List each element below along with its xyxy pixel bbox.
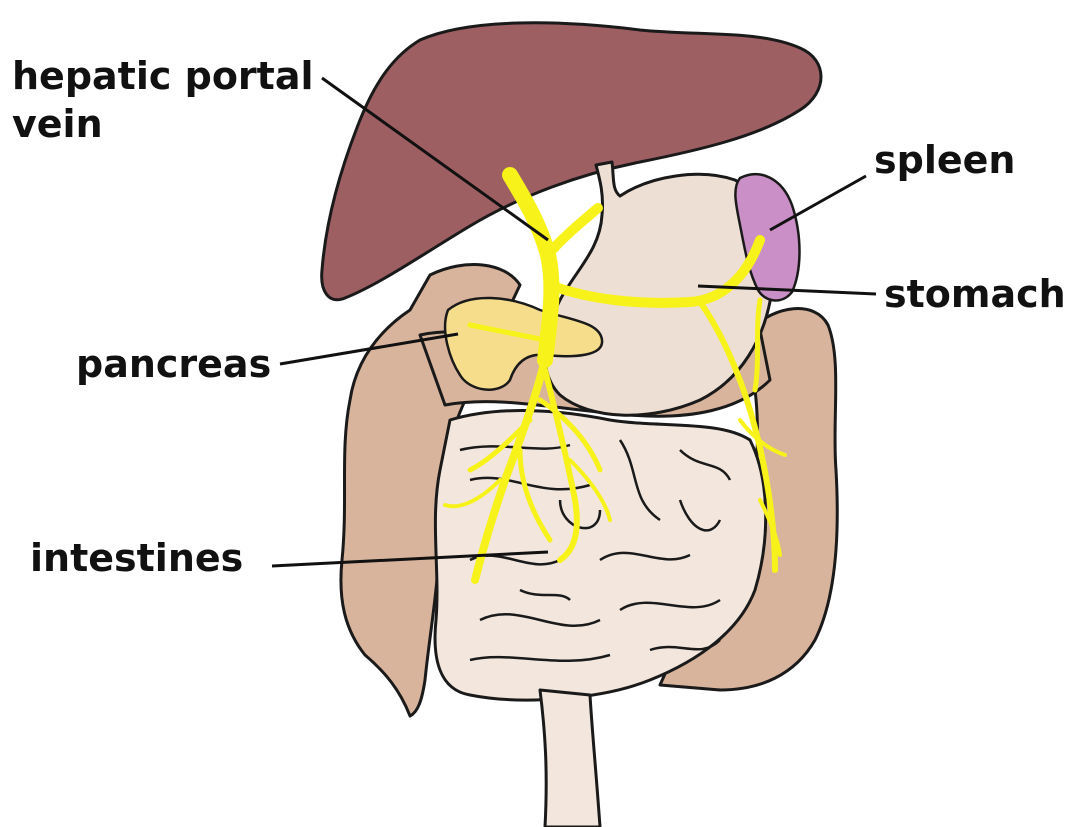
- label-pancreas: pancreas: [76, 342, 271, 386]
- label-spleen: spleen: [874, 138, 1015, 182]
- label-hepatic-portal-vein-line1: hepatic portal: [12, 54, 314, 98]
- small-intestine: [435, 411, 766, 827]
- label-intestines: intestines: [30, 536, 243, 580]
- label-stomach: stomach: [884, 272, 1066, 316]
- rectum: [540, 690, 600, 827]
- label-hepatic-portal-vein-line2: vein: [12, 102, 103, 146]
